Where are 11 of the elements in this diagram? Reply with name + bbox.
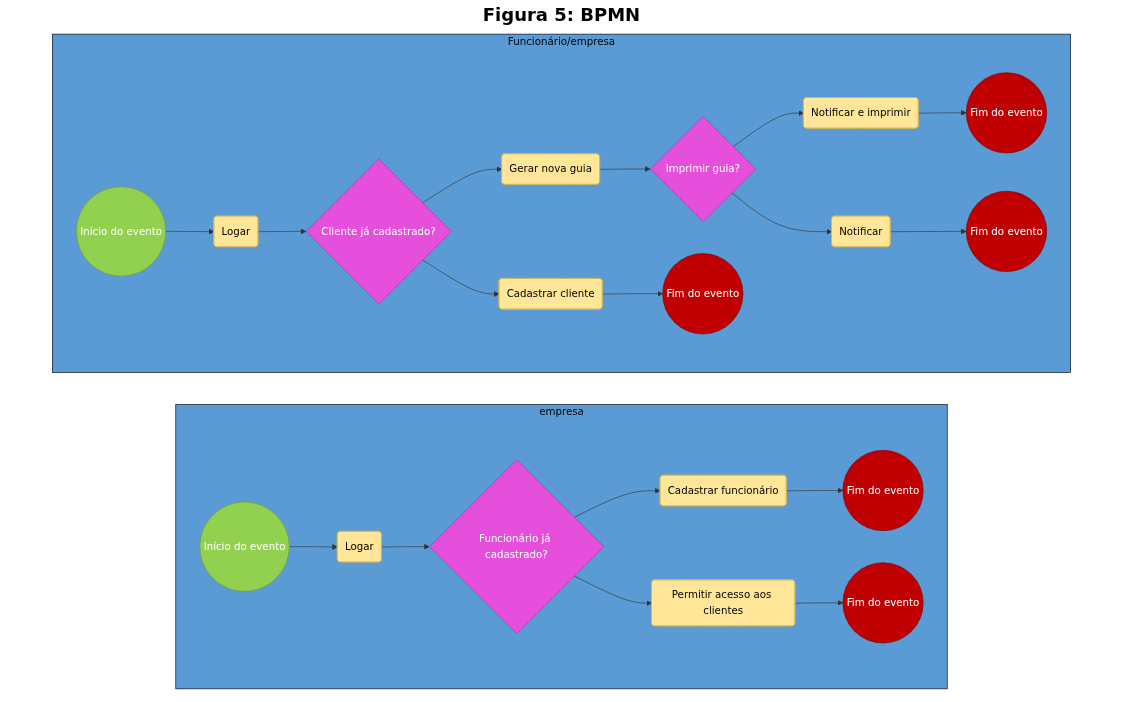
node-diamond: Funcionário já cadastrado? xyxy=(429,459,605,635)
node-diamond: Imprimir guia? xyxy=(650,116,756,222)
node-circle: Início do evento xyxy=(199,501,290,592)
node-circle: Fim do evento xyxy=(966,72,1047,154)
node-circle: Fim do evento xyxy=(842,450,924,531)
node-diamond: Cliente já cadastrado? xyxy=(305,158,452,305)
node-circle: Fim do evento xyxy=(966,190,1047,272)
node-circle: Início do evento xyxy=(76,186,167,277)
node-circle: Fim do evento xyxy=(842,562,924,644)
node-circle: Fim do evento xyxy=(662,253,744,335)
figure-title: Figura 5: BPMN xyxy=(481,4,642,25)
